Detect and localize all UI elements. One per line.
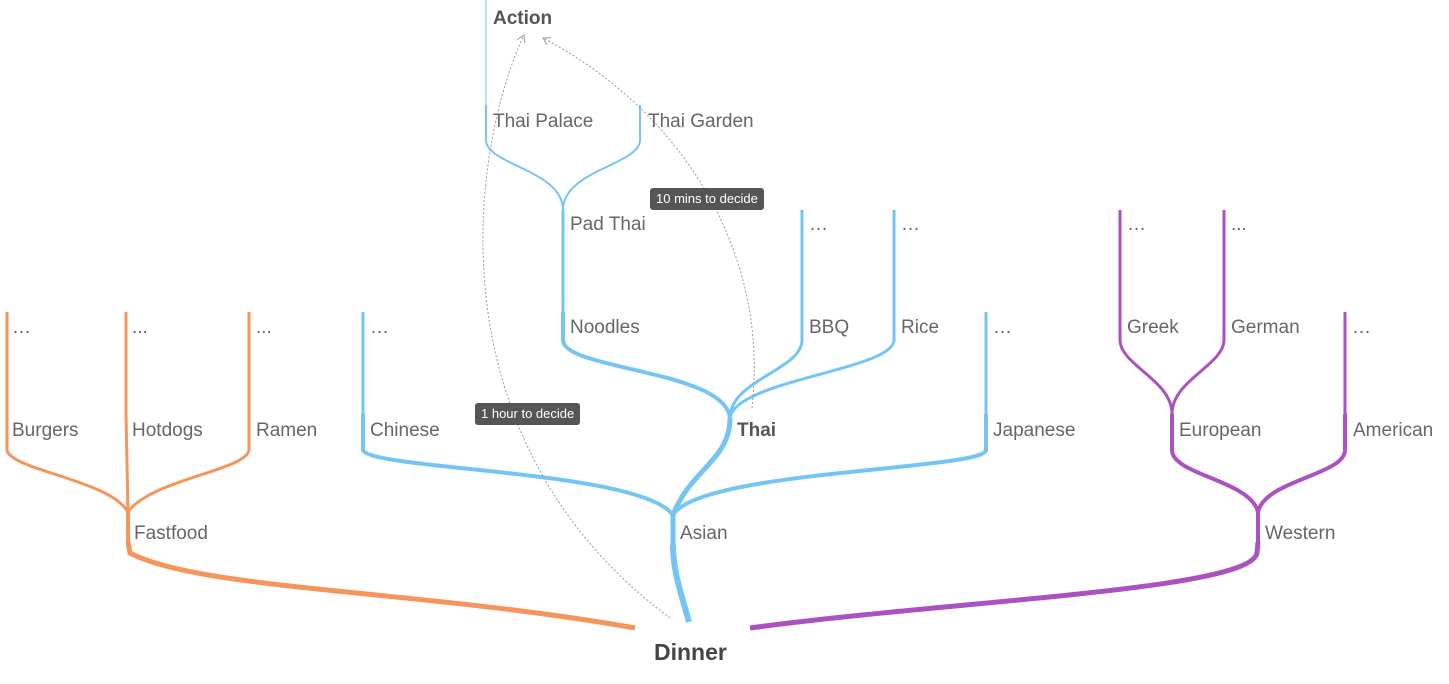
label-pad-thai: Pad Thai: [570, 214, 646, 235]
label-noodles: Noodles: [570, 317, 640, 338]
edge-thai-rice: [728, 312, 896, 419]
label-hotdogs: Hotdogs: [132, 420, 203, 441]
label-burgers-more: …: [12, 317, 31, 338]
edge-dinner-fastfood: [125, 541, 636, 631]
edge-thai-bbq: [728, 312, 804, 419]
label-ramen: Ramen: [256, 420, 318, 441]
edge-thai-noodles: [561, 312, 732, 419]
label-thai-garden: Thai Garden: [648, 111, 754, 132]
edge-dinner-western: [749, 541, 1261, 631]
label-ramen-more: ...: [256, 317, 272, 338]
edge-western-american: [1256, 414, 1347, 513]
fastfood-branch: [5, 312, 636, 631]
label-european: European: [1179, 420, 1262, 441]
label-chinese-more: …: [370, 317, 389, 338]
label-chinese: Chinese: [370, 420, 440, 441]
edge-fastfood-burgers: [5, 414, 130, 513]
label-rice-more: …: [901, 214, 920, 235]
western-branch: [749, 210, 1347, 631]
edge-padthai-garden: [562, 105, 641, 211]
edge-western-european: [1170, 414, 1260, 513]
edge-fastfood-ramen: [126, 414, 251, 513]
label-hotdogs-more: ...: [132, 317, 148, 338]
label-bbq-more: …: [809, 214, 828, 235]
label-greek-more: …: [1127, 214, 1146, 235]
label-rice: Rice: [901, 317, 940, 338]
edge-european-german: [1170, 312, 1226, 415]
annotation-arrows: [482, 34, 755, 619]
label-dinner: Dinner: [654, 639, 727, 665]
label-german: German: [1231, 317, 1300, 338]
edge-dinner-asian: [670, 544, 692, 623]
edge-asian-japanese: [671, 414, 988, 517]
asian-branch: [361, 0, 988, 623]
ten-mins-arrow: [542, 37, 755, 409]
label-thai-palace: Thai Palace: [493, 111, 594, 132]
label-japanese-more: …: [993, 317, 1012, 338]
one-hour-annotation: 1 hour to decide: [475, 403, 581, 425]
label-greek: Greek: [1127, 317, 1179, 338]
label-bbq: BBQ: [809, 317, 850, 338]
label-german-more: ...: [1231, 214, 1247, 235]
edge-asian-thai: [670, 417, 733, 516]
edge-european-greek: [1118, 312, 1174, 415]
label-thai: Thai: [737, 420, 777, 441]
label-american-more: …: [1352, 317, 1371, 338]
ten-mins-annotation: 10 mins to decide: [650, 188, 764, 210]
label-burgers: Burgers: [12, 420, 79, 441]
edge-asian-chinese: [361, 414, 675, 517]
label-western: Western: [1265, 523, 1336, 544]
label-asian: Asian: [680, 523, 728, 544]
edge-padthai-palace: [485, 105, 564, 211]
label-japanese: Japanese: [993, 420, 1076, 441]
label-american: American: [1353, 420, 1434, 441]
edge-fastfood-hotdogs: [124, 413, 130, 513]
label-fastfood: Fastfood: [134, 523, 208, 544]
label-action: Action: [493, 8, 553, 29]
